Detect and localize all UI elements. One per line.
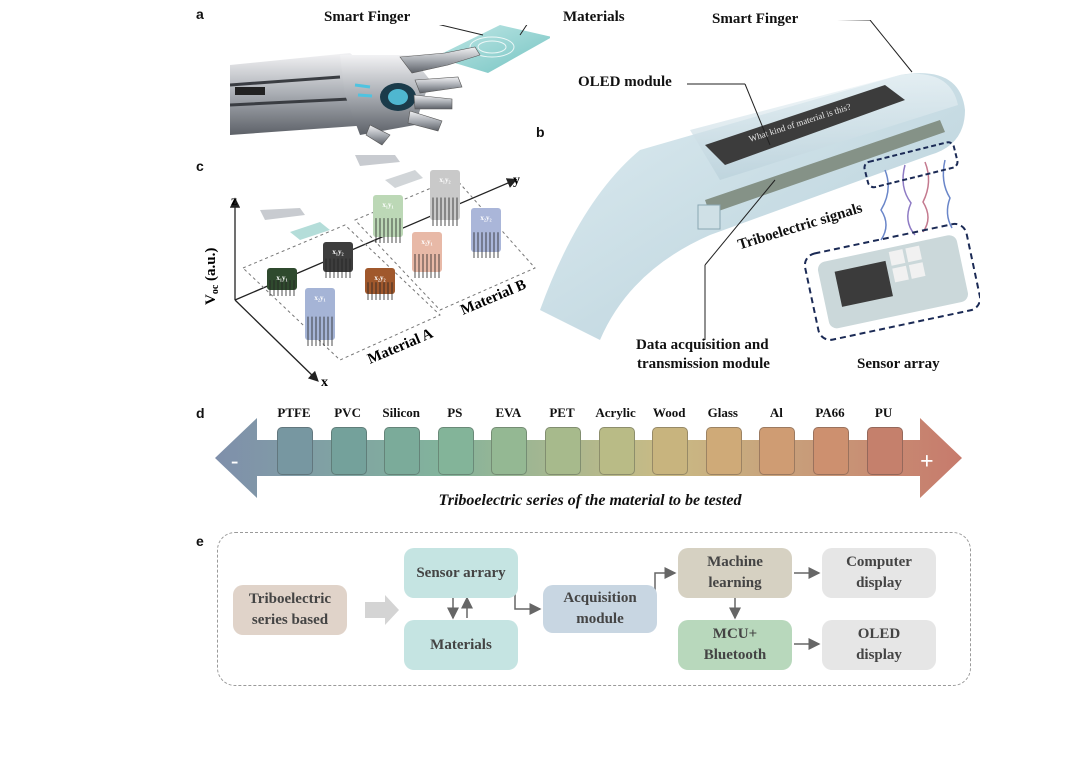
material-name-pu: PU xyxy=(874,405,893,420)
label-smart-finger-a: Smart Finger xyxy=(324,9,411,25)
cube-label-1: x₁y₁ xyxy=(276,274,287,282)
material-name-pa66: PA66 xyxy=(815,405,845,420)
panel-letter-a: a xyxy=(196,6,204,22)
label-data-module-line1: Data acquisition and xyxy=(636,337,769,353)
box-triboelectric-series: Triboelectric series based xyxy=(233,585,347,635)
material-swatch-wood xyxy=(652,427,689,475)
axis-label-y: y xyxy=(513,173,520,188)
voltage-cube-5: x₁y₁ xyxy=(373,195,403,243)
material-swatch-eva xyxy=(491,427,528,475)
material-name-pvc: PVC xyxy=(334,405,361,420)
cube-label-2: x₁y₂ xyxy=(332,248,343,256)
material-name-silicon: Silicon xyxy=(382,405,420,420)
smart-finger-device-illustration: What kind of material is this? xyxy=(540,20,980,341)
robotic-hand-illustration xyxy=(230,25,550,146)
material-name-ps: PS xyxy=(447,405,463,420)
voltage-cube-1: x₁y₁ xyxy=(267,268,297,296)
box-sensor-array: Sensor arrary xyxy=(404,548,518,598)
label-materials-a: Materials xyxy=(563,9,625,25)
cube-label-6: x₁y₂ xyxy=(439,176,450,184)
material-name-al: Al xyxy=(769,405,783,420)
material-swatch-pa66 xyxy=(813,427,849,475)
material-swatch-glass xyxy=(705,427,742,475)
axis-label-z: z xyxy=(231,194,237,209)
voc-label-unit: (a.u.) xyxy=(205,248,219,285)
label-data-module-line2: transmission module xyxy=(637,356,770,372)
material-name-eva: EVA xyxy=(495,405,522,420)
triboelectric-caption: Triboelectric series of the material to … xyxy=(438,492,742,509)
cube-label-3: x₂y₁ xyxy=(314,294,325,302)
voltage-cube-2: x₁y₂ xyxy=(323,242,353,278)
label-smart-finger-b: Smart Finger xyxy=(712,11,799,27)
panel-letter-b: b xyxy=(536,124,545,140)
material-name-pet: PET xyxy=(549,405,575,420)
voltage-cube-4: x₂y₂ xyxy=(365,268,395,300)
voltage-cube-3: x₂y₁ xyxy=(305,288,335,346)
x-axis xyxy=(234,299,319,382)
material-swatch-pu xyxy=(866,427,903,475)
cube-label-8: x₂y₂ xyxy=(480,214,491,222)
material-swatch-pvc xyxy=(330,427,367,475)
voltage-cube-7: x₂y₁ xyxy=(412,232,442,278)
material-swatch-ps xyxy=(437,427,474,475)
material-name-glass: Glass xyxy=(707,405,738,420)
cube-label-5: x₁y₁ xyxy=(382,201,393,209)
material-swatch-al xyxy=(759,427,796,475)
material-swatch-silicon xyxy=(384,427,421,475)
triboelectric-series-arrow: - + xyxy=(215,418,962,498)
material-swatch-acrylic xyxy=(598,427,635,475)
plus-sign: + xyxy=(920,449,934,475)
voltage-cube-6: x₁y₂ xyxy=(430,170,460,226)
material-swatch-ptfe xyxy=(277,427,313,475)
label-oled-module: OLED module xyxy=(578,74,672,90)
voc-label-main: V xyxy=(205,294,219,305)
box-machine-learning: Machine learning xyxy=(678,548,792,598)
box-oled-display: OLED display xyxy=(822,620,936,670)
material-name-ptfe: PTFE xyxy=(277,405,311,420)
minus-sign: - xyxy=(231,448,238,473)
material-swatch-pet xyxy=(545,427,581,475)
voc-label-sub: oc xyxy=(210,284,221,294)
svg-text:Voc (a.u.): Voc (a.u.) xyxy=(205,248,221,305)
box-mcu-bluetooth: MCU+ Bluetooth xyxy=(678,620,792,670)
label-sensor-array: Sensor array xyxy=(857,356,940,372)
box-computer-display: Computer display xyxy=(822,548,936,598)
label-material-a: Material A xyxy=(365,326,435,368)
material-name-acrylic: Acrylic xyxy=(595,405,636,420)
cube-label-7: x₂y₁ xyxy=(421,238,432,246)
voltage-3d-plot: x₁y₁ x₁y₂ x₂y₁ x₂y₂ x₁y₁ x₁y₂ x₂y₁ x₂y₂ Voc (a.… xyxy=(205,155,536,390)
axis-label-x: x xyxy=(321,375,328,390)
panel-letter-c: c xyxy=(196,158,204,174)
material-name-wood: Wood xyxy=(652,405,686,420)
voltage-cube-8: x₂y₂ xyxy=(471,208,501,258)
cube-label-4: x₂y₂ xyxy=(374,274,385,282)
box-acquisition-module: Acquisition module xyxy=(543,585,657,633)
flowchart-frame xyxy=(217,532,971,686)
box-materials: Materials xyxy=(404,620,518,670)
panel-letter-d: d xyxy=(196,405,205,421)
panel-letter-e: e xyxy=(196,533,204,549)
flowchart-arrows xyxy=(365,567,821,650)
